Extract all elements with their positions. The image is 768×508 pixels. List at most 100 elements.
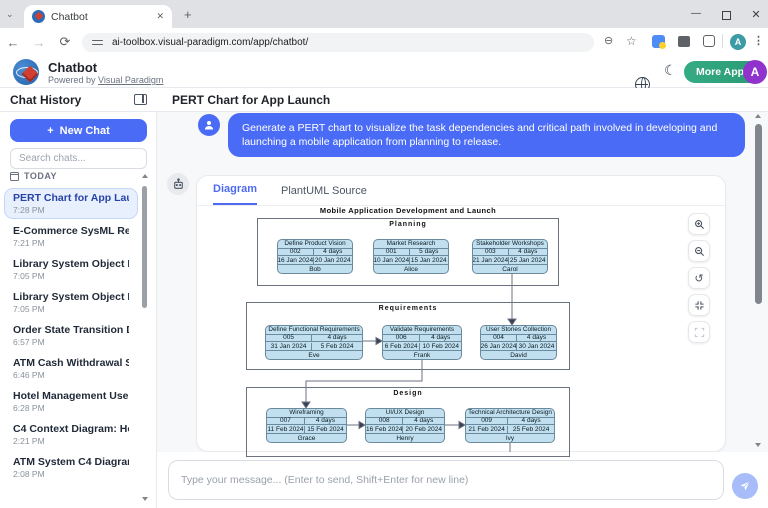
extensions-puzzle-icon[interactable] (703, 35, 715, 47)
extension-icon[interactable] (652, 35, 666, 49)
section-planning: Planning (257, 218, 559, 286)
send-button[interactable] (732, 473, 758, 499)
section-label: Planning (389, 221, 427, 228)
toolbar-divider (722, 34, 723, 48)
tab-plantuml-source[interactable]: PlantUML Source (281, 185, 367, 197)
task-end: 10 Feb 2024 (422, 342, 459, 350)
task-id: 008 (366, 417, 404, 425)
zoom-out-button[interactable] (688, 240, 710, 262)
chat-title: E-Commerce SysML Require... (13, 225, 129, 237)
browser-menu-icon[interactable]: ⋮ (753, 35, 764, 47)
chat-item-pert[interactable]: PERT Chart for App Launch 7:28 PM (4, 188, 138, 219)
main-scroll-down-icon[interactable] (755, 443, 761, 447)
more-apps-button[interactable]: More Apps (684, 61, 762, 83)
section-label: Design (393, 390, 423, 397)
robot-icon (173, 177, 183, 189)
window-maximize-button[interactable] (722, 11, 731, 20)
new-tab-button[interactable]: + (184, 7, 192, 22)
task-id: 003 (473, 248, 509, 256)
task-start: 21 Feb 2024 (466, 425, 509, 433)
chat-title: Library System Object Diagr... (13, 291, 129, 303)
tab-search-chevron-icon[interactable]: ⌄ (6, 9, 14, 19)
task-resource: Henry (396, 434, 414, 442)
chat-item-c4-context[interactable]: C4 Context Diagram: Hotel ... 2:21 PM (4, 419, 138, 450)
section-label: Requirements (378, 305, 438, 312)
task-name: Technical Architecture Design (466, 409, 554, 418)
task-end: 20 Feb 2024 (405, 425, 442, 433)
zoom-in-button[interactable] (688, 213, 710, 235)
chat-item-hotel[interactable]: Hotel Management Use Case 6:28 PM (4, 386, 138, 417)
today-section-header: TODAY (10, 171, 57, 181)
dark-mode-moon-icon[interactable]: ☾ (664, 62, 677, 78)
chat-time: 7:05 PM (13, 304, 45, 314)
sidebar-scrollbar[interactable] (142, 186, 147, 308)
task-duration: 4 days (431, 334, 451, 342)
task-start: 6 Feb 2024 (383, 342, 421, 350)
chat-item-library-1[interactable]: Library System Object Diagr... 7:05 PM (4, 254, 138, 285)
zoom-indicator-icon[interactable]: ⊖ (604, 35, 614, 47)
task-id: 004 (481, 334, 517, 342)
sidebar-title: Chat History (10, 92, 82, 107)
task-start: 16 Jan 2024 (278, 256, 314, 264)
conversation-title: PERT Chart for App Launch (172, 92, 331, 107)
powered-link[interactable]: Visual Paradigm (98, 75, 164, 85)
zoom-in-icon (694, 219, 704, 229)
chat-item-order-state[interactable]: Order State Transition Diagra... 6:57 PM (4, 320, 138, 351)
collapse-sidebar-icon[interactable] (134, 94, 147, 105)
window-minimize-button[interactable]: — (691, 8, 701, 19)
site-favicon (32, 10, 45, 23)
forward-icon[interactable]: → (32, 34, 46, 50)
reload-icon[interactable]: ⟳ (59, 34, 71, 49)
conversation-header: PERT Chart for App Launch (157, 88, 768, 112)
fullscreen-button[interactable] (688, 321, 710, 343)
task-end: 5 Feb 2024 (320, 342, 354, 350)
task-id: 001 (374, 248, 410, 256)
fit-to-screen-button[interactable] (688, 294, 710, 316)
search-chats-input[interactable] (10, 148, 147, 169)
chat-time: 7:05 PM (13, 271, 45, 281)
new-chat-label: New Chat (59, 124, 110, 137)
chat-item-ecommerce[interactable]: E-Commerce SysML Require... 7:21 PM (4, 221, 138, 252)
reset-view-button[interactable]: ↺ (688, 267, 710, 289)
chat-title: PERT Chart for App Launch (13, 192, 129, 204)
task-duration: 4 days (521, 417, 541, 425)
chat-item-library-2[interactable]: Library System Object Diagr... 7:05 PM (4, 287, 138, 318)
tab-title: Chatbot (51, 10, 88, 23)
calendar-icon (10, 171, 19, 181)
new-chat-button[interactable]: + New Chat (10, 119, 147, 142)
sidebar-scroll-up-icon[interactable] (142, 174, 148, 178)
arrowhead (507, 318, 517, 326)
window-close-button[interactable]: ✕ (751, 9, 761, 21)
bookmark-star-icon[interactable]: ☆ (626, 34, 637, 48)
browser-tab[interactable]: Chatbot ✕ (24, 5, 172, 28)
url-bar[interactable]: ai-toolbox.visual-paradigm.com/app/chatb… (82, 33, 594, 52)
task-name: Define Functional Requirements (266, 326, 362, 335)
message-input[interactable] (168, 460, 724, 500)
account-avatar[interactable]: A (743, 60, 767, 84)
extension-chat-icon[interactable] (678, 36, 690, 47)
main-scroll-up-icon[interactable] (755, 114, 761, 118)
task-start: 31 Jan 2024 (266, 342, 313, 350)
site-info-icon[interactable] (92, 38, 104, 48)
sidebar-scroll-down-icon[interactable] (142, 497, 148, 501)
chat-item-atm-cash[interactable]: ATM Cash Withdrawal Seque... 6:46 PM (4, 353, 138, 384)
task-duration: 4 days (315, 417, 336, 425)
browser-profile-avatar[interactable]: A (730, 34, 746, 50)
task-duration: 4 days (323, 248, 343, 256)
back-icon[interactable]: ← (6, 34, 20, 50)
diagram-title: Mobile Application Development and Launc… (319, 206, 497, 215)
bot-avatar (167, 173, 189, 195)
response-tabs: Diagram PlantUML Source (196, 175, 726, 206)
main-scrollbar[interactable] (755, 124, 762, 304)
tab-diagram[interactable]: Diagram (213, 183, 258, 205)
chat-item-atm-c4[interactable]: ATM System C4 Diagram 2:08 PM (4, 452, 138, 483)
bot-response-card (196, 175, 726, 452)
task-id: 009 (466, 417, 509, 425)
tab-close-icon[interactable]: ✕ (156, 11, 164, 21)
task-name: Wireframing (267, 409, 346, 418)
task-resource: David (510, 351, 527, 359)
user-message-bubble: Generate a PERT chart to visualize the t… (228, 113, 745, 157)
